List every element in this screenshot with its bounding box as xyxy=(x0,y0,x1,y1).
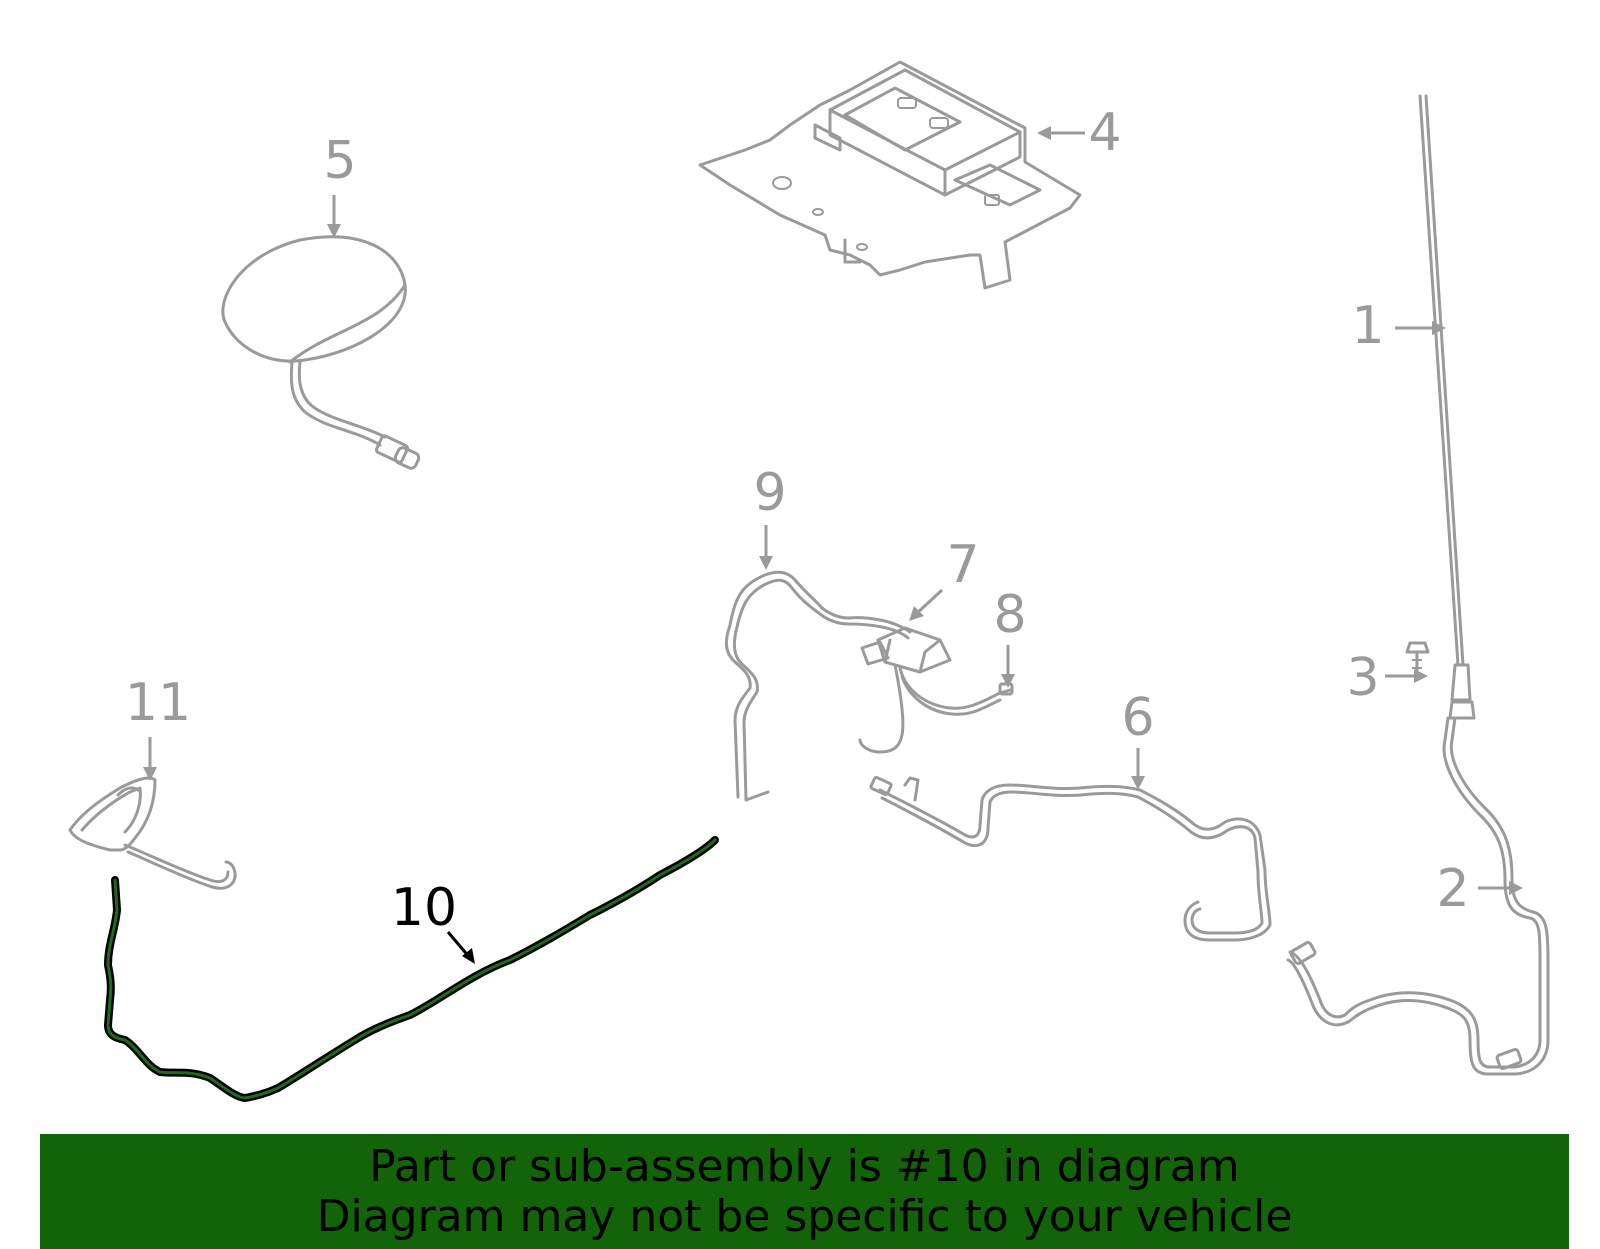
callout-1: 1 xyxy=(1351,296,1446,356)
callout-8: 8 xyxy=(993,585,1027,688)
svg-text:7: 7 xyxy=(946,535,979,595)
svg-text:5: 5 xyxy=(323,131,356,191)
banner-line-part: Part or sub-assembly is #10 in diagram xyxy=(369,1140,1240,1192)
svg-text:3: 3 xyxy=(1346,648,1379,708)
svg-text:11: 11 xyxy=(125,673,191,733)
svg-text:4: 4 xyxy=(1088,103,1121,163)
callout-9: 9 xyxy=(753,463,787,570)
part-7-connector-module xyxy=(860,626,952,674)
svg-text:6: 6 xyxy=(1121,688,1154,748)
callout-6: 6 xyxy=(1121,688,1155,790)
part-10-highlighted-cable xyxy=(104,836,719,1102)
part-1-antenna-mast xyxy=(1418,94,1476,720)
part-6-harness xyxy=(869,775,1272,942)
part-4-module-bracket xyxy=(698,60,1082,290)
callout-5: 5 xyxy=(323,131,357,238)
callout-7: 7 xyxy=(909,535,980,621)
callout-11: 11 xyxy=(125,673,191,781)
svg-text:9: 9 xyxy=(753,463,786,523)
part-2-antenna-cable xyxy=(1286,716,1550,1076)
part-11-bracket xyxy=(68,776,237,890)
svg-text:1: 1 xyxy=(1351,296,1384,356)
part-5-antenna-base xyxy=(221,235,421,470)
part-8-lead xyxy=(858,663,1014,754)
callout-10: 10 xyxy=(391,878,475,964)
callout-3: 3 xyxy=(1346,648,1428,708)
info-banner: Part or sub-assembly is #10 in diagram D… xyxy=(40,1134,1569,1249)
callout-4: 4 xyxy=(1037,103,1122,163)
parts-diagram: 1 2 3 4 5 6 7 8 9 10 xyxy=(68,60,1550,1102)
svg-text:8: 8 xyxy=(993,585,1026,645)
svg-text:2: 2 xyxy=(1436,859,1469,919)
banner-line-disclaimer: Diagram may not be specific to your vehi… xyxy=(316,1190,1293,1242)
svg-text:10: 10 xyxy=(391,878,457,938)
part-9-harness xyxy=(724,570,912,802)
callout-2: 2 xyxy=(1436,859,1523,919)
